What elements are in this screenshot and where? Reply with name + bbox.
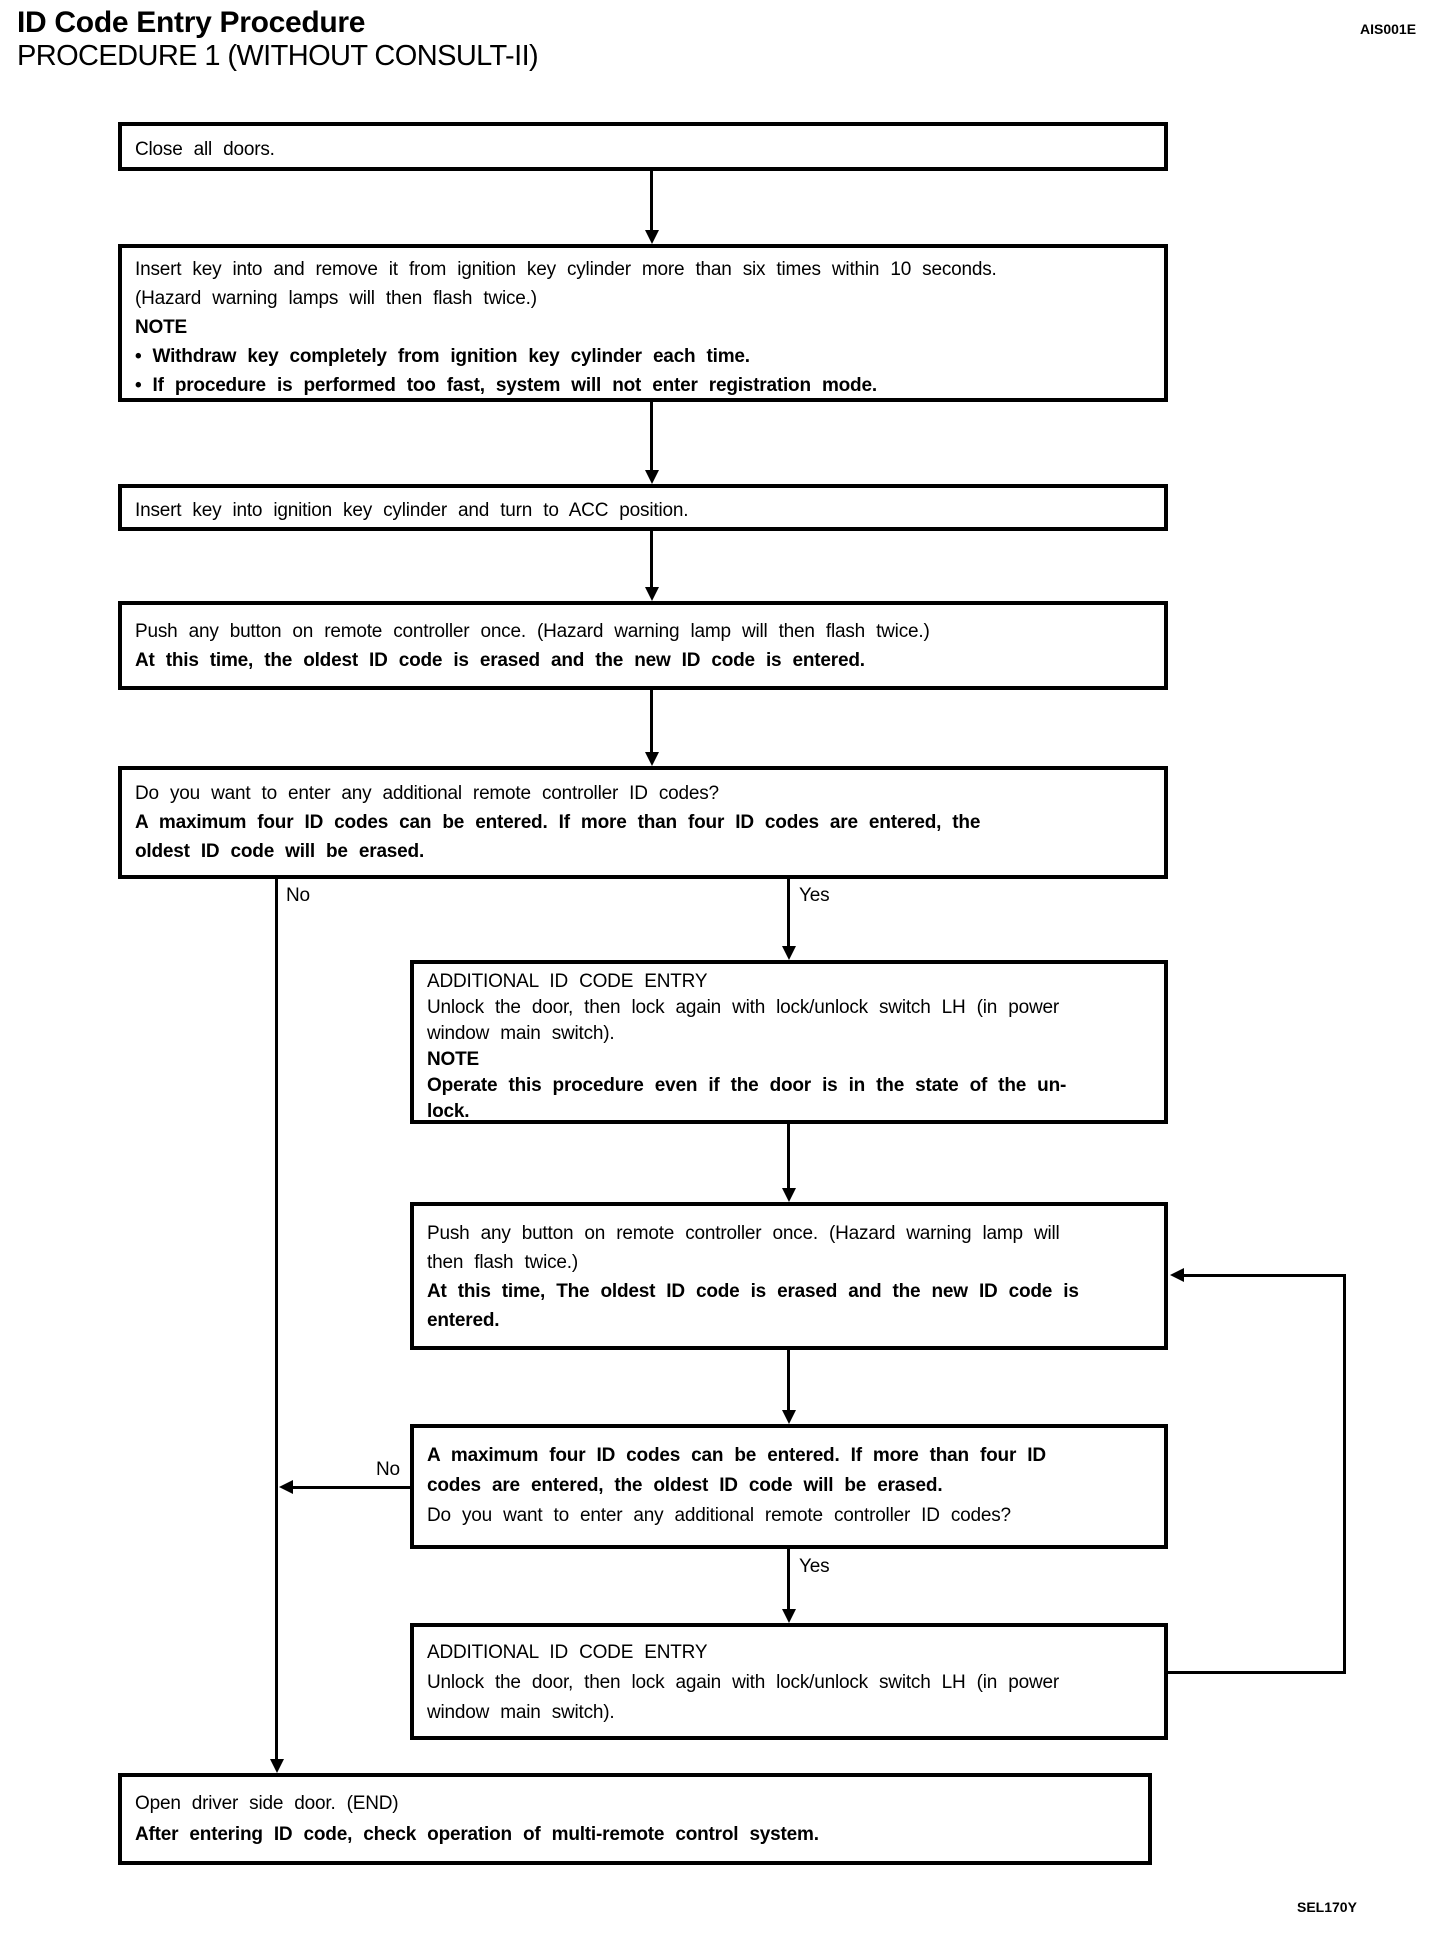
connector-line	[787, 1350, 790, 1411]
arrowhead-down-icon	[782, 1609, 796, 1623]
flow-text: A maximum four ID codes can be entered. …	[427, 1445, 1046, 1466]
flow-box-insert-remove-key: Insert key into and remove it from ignit…	[118, 244, 1168, 402]
connector-line	[650, 171, 653, 231]
flow-text: Do you want to enter any additional remo…	[427, 1505, 1011, 1526]
figure-code-bottom-right: SEL170Y	[1297, 1899, 1357, 1915]
flow-text: Push any button on remote controller onc…	[135, 621, 930, 642]
connector-line-no-branch	[275, 879, 278, 1759]
arrowhead-down-icon	[645, 752, 659, 766]
page-title: ID Code Entry Procedure	[17, 6, 366, 39]
connector-line	[650, 402, 653, 471]
connector-line-yes-second	[787, 1549, 790, 1610]
connector-line	[787, 1124, 790, 1189]
flow-text-heading: ADDITIONAL ID CODE ENTRY	[427, 971, 708, 992]
flow-text-note: NOTE	[135, 317, 187, 338]
arrowhead-down-icon	[782, 946, 796, 960]
figure-code-top-right: AIS001E	[1360, 21, 1417, 37]
arrowhead-left-icon	[279, 1480, 293, 1494]
flow-text: At this time, The oldest ID code is eras…	[427, 1281, 1079, 1302]
connector-line	[650, 531, 653, 588]
flow-text-bullet: • If procedure is performed too fast, sy…	[135, 375, 877, 396]
connector-line-feedback-bottom	[1164, 1671, 1346, 1674]
arrowhead-down-icon	[782, 1410, 796, 1424]
flow-text: Open driver side door. (END)	[135, 1793, 399, 1814]
flow-text: Unlock the door, then lock again with lo…	[427, 1672, 1059, 1693]
arrowhead-down-icon	[782, 1188, 796, 1202]
flow-text: Do you want to enter any additional remo…	[135, 783, 719, 804]
flow-text: codes are entered, the oldest ID code wi…	[427, 1475, 943, 1496]
connector-line-no-second	[292, 1486, 410, 1489]
flow-text: window main switch).	[427, 1702, 615, 1723]
branch-label-no-second: No	[376, 1459, 400, 1480]
flow-text: oldest ID code will be erased.	[135, 841, 425, 862]
flow-text: entered.	[427, 1310, 500, 1331]
connector-line-feedback-right	[1343, 1274, 1346, 1674]
flow-text: Push any button on remote controller onc…	[427, 1223, 1060, 1244]
flow-text: Insert key into ignition key cylinder an…	[135, 500, 689, 521]
connector-line	[650, 690, 653, 753]
flow-box-additional-codes-question-second: A maximum four ID codes can be entered. …	[410, 1424, 1168, 1549]
connector-line-yes-branch	[787, 879, 790, 947]
flow-text: At this time, the oldest ID code is eras…	[135, 650, 865, 671]
arrowhead-down-icon	[270, 1759, 284, 1773]
flow-text: Close all doors.	[135, 139, 275, 160]
branch-label-yes-second: Yes	[799, 1556, 830, 1577]
branch-label-no-first: No	[286, 885, 310, 906]
flow-text: (Hazard warning lamps will then flash tw…	[135, 288, 537, 309]
flow-box-push-button-second: Push any button on remote controller onc…	[410, 1202, 1168, 1350]
flow-text: A maximum four ID codes can be entered. …	[135, 812, 981, 833]
branch-label-yes-first: Yes	[799, 885, 830, 906]
flow-box-open-door-end: Open driver side door. (END) After enter…	[118, 1773, 1152, 1865]
flow-text: Unlock the door, then lock again with lo…	[427, 997, 1059, 1018]
flow-box-additional-id-entry-second: ADDITIONAL ID CODE ENTRY Unlock the door…	[410, 1623, 1168, 1740]
connector-line-feedback-top	[1184, 1274, 1345, 1277]
arrowhead-down-icon	[645, 470, 659, 484]
flow-box-turn-to-acc: Insert key into ignition key cylinder an…	[118, 484, 1168, 531]
flow-text: After entering ID code, check operation …	[135, 1824, 819, 1845]
flow-text-heading: ADDITIONAL ID CODE ENTRY	[427, 1642, 708, 1663]
flow-box-push-button-first: Push any button on remote controller onc…	[118, 601, 1168, 690]
flow-text: Insert key into and remove it from ignit…	[135, 259, 997, 280]
flow-text: then flash twice.)	[427, 1252, 578, 1273]
flow-box-additional-codes-question: Do you want to enter any additional remo…	[118, 766, 1168, 879]
flow-box-close-all-doors: Close all doors.	[118, 122, 1168, 171]
flow-text-note: NOTE	[427, 1049, 479, 1070]
flow-box-additional-id-entry-first: ADDITIONAL ID CODE ENTRY Unlock the door…	[410, 960, 1168, 1124]
flow-text-bullet: • Withdraw key completely from ignition …	[135, 346, 750, 367]
flow-text: lock.	[427, 1101, 470, 1122]
page-subtitle: PROCEDURE 1 (WITHOUT CONSULT-II)	[17, 40, 539, 72]
flow-text: window main switch).	[427, 1023, 615, 1044]
flow-text: Operate this procedure even if the door …	[427, 1075, 1067, 1096]
arrowhead-down-icon	[645, 230, 659, 244]
arrowhead-left-icon	[1170, 1268, 1184, 1282]
arrowhead-down-icon	[645, 587, 659, 601]
